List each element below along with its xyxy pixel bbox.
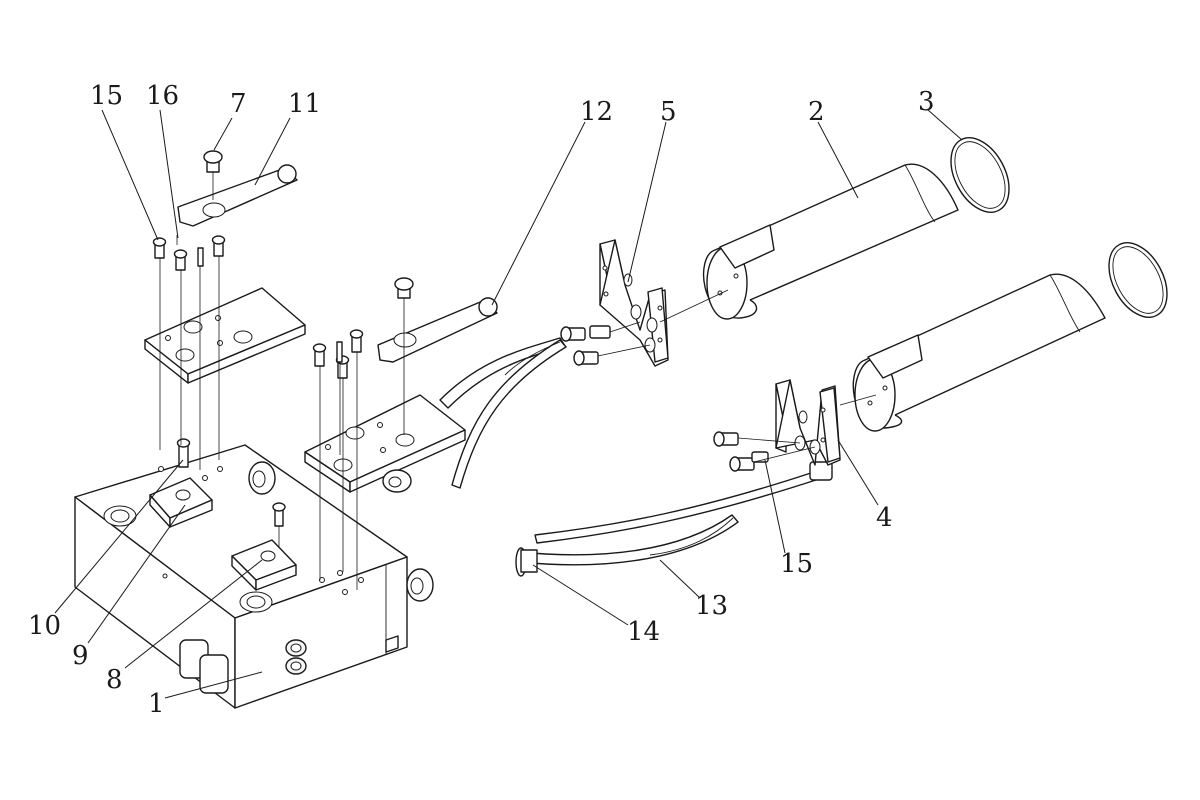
leader-7 [213,117,233,151]
callout-4: 4 [876,503,893,533]
leader-14 [532,564,629,626]
base-block [74,444,434,709]
leader-8 [124,559,263,669]
leader-5 [627,121,667,283]
oring-second [1108,242,1168,318]
cylinder-second [839,273,1106,432]
pin-10 [176,438,191,468]
callout-11: 11 [288,89,321,119]
callout-3: 3 [918,87,935,117]
leader-16 [159,109,179,239]
knob-7 [203,150,223,200]
leader-1 [164,671,263,699]
callout-9: 9 [72,641,89,671]
clamp-block-8 [231,539,297,591]
callout-14: 14 [627,617,660,647]
leader-3 [927,109,963,141]
leader-10 [54,459,184,614]
callout-8: 8 [106,665,123,695]
callout-15a: 15 [90,81,123,111]
clamp-block-9 [149,477,213,528]
screws-15-16 [152,235,226,470]
hose-upper [439,337,567,489]
leader-15b [764,459,786,554]
callout-labels: 15 16 7 11 12 5 2 3 4 15 13 14 10 9 8 1 [28,81,935,719]
leader-9 [87,504,186,644]
bracket-4 [775,379,841,466]
leader-15a [101,109,159,241]
lever-arm-12 [377,297,498,363]
leader-4 [837,439,879,506]
leader-13 [659,559,701,599]
fitting-4 [809,461,833,481]
screw-small [272,502,286,548]
leader-2 [817,121,859,199]
callout-5: 5 [660,97,677,127]
hose-end-14 [515,547,538,577]
callout-10: 10 [28,611,61,641]
mounting-plate-left [144,287,306,384]
callout-1: 1 [148,689,165,719]
callout-12: 12 [580,97,613,127]
knob-right [394,277,414,435]
leader-lines [54,109,963,699]
screws-bracket-5 [560,321,651,366]
bracket-5 [599,239,669,367]
callout-15b: 15 [780,549,813,579]
leader-12 [491,121,586,306]
callout-13: 13 [695,591,728,621]
callout-16: 16 [146,81,179,111]
screws-bracket-4 [713,431,816,472]
callout-2: 2 [808,97,825,127]
lever-arm-11 [177,164,298,227]
screws-right [312,329,364,590]
leader-11 [254,117,291,186]
mounting-plate-right [304,394,466,493]
callout-7: 7 [230,89,247,119]
cylinder-2 [659,163,959,323]
hose-13 [519,469,823,566]
